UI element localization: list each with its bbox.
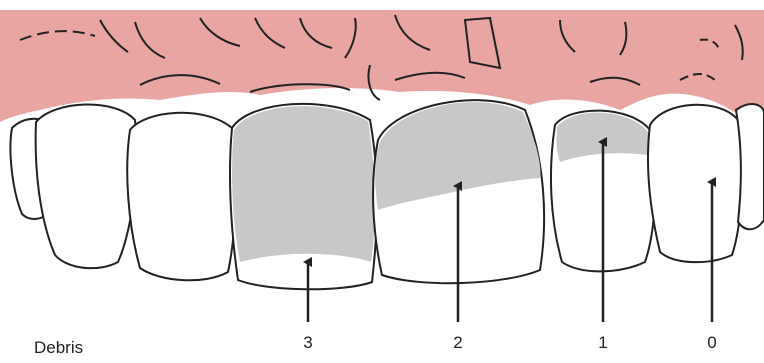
- tooth-far-right: [736, 104, 764, 229]
- debris-coverage-3: [232, 106, 375, 262]
- marker-label-1: 1: [598, 333, 607, 352]
- tooth-left-canine: [127, 113, 235, 281]
- marker-label-2: 2: [453, 333, 462, 352]
- marker-label-3: 3: [303, 333, 312, 352]
- tooth-left-lateral: [36, 104, 137, 268]
- marker-label-0: 0: [707, 333, 716, 352]
- tooth-score-0: [648, 105, 742, 262]
- diagram-caption: Debris: [34, 338, 83, 358]
